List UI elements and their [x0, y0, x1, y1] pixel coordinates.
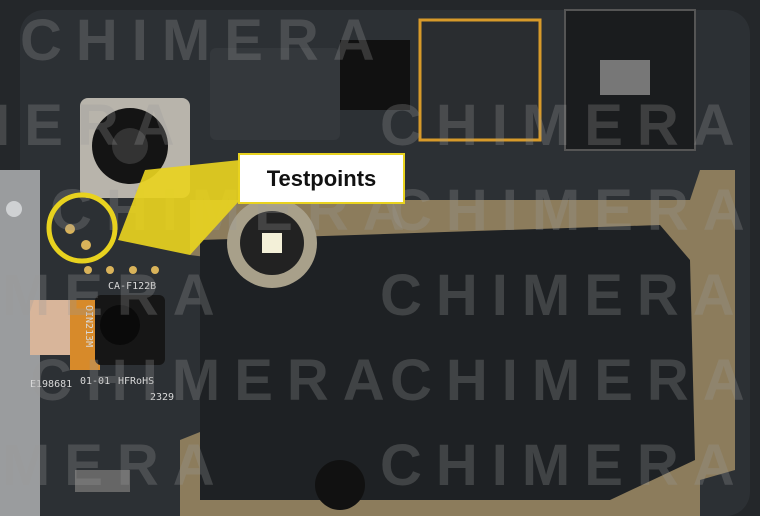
watermark-text: CHIMERA	[0, 93, 189, 158]
shield-can	[340, 40, 410, 110]
speaker-hole	[315, 460, 365, 510]
shield-can	[210, 48, 340, 140]
flash-led	[262, 233, 282, 253]
testpoint-pad	[81, 240, 91, 250]
shield-tape	[200, 225, 695, 500]
watermark-text: CHIMERA	[380, 263, 749, 328]
watermark-text: CHIMERA	[380, 93, 749, 158]
silk-serial: E198681	[30, 379, 72, 390]
foam-pad	[30, 300, 70, 355]
watermark-text: CHIMERA	[20, 8, 389, 73]
silk-model: CA-F122B	[108, 281, 156, 292]
pad	[84, 266, 92, 274]
silk-code: 2329	[150, 392, 174, 403]
testpoint-highlight-circle	[46, 192, 118, 264]
watermark-text: CHIMERA	[390, 178, 759, 243]
watermark-text: CHIMERA	[0, 263, 229, 328]
sim-contact	[600, 60, 650, 95]
annotation-arrow	[118, 160, 240, 255]
pad	[106, 266, 114, 274]
board-connector	[75, 470, 130, 492]
silk-camera-flex: OIN213M	[83, 305, 94, 347]
connector-block	[418, 18, 542, 142]
testpoints-label: Testpoints	[238, 153, 405, 204]
silk-hf: HFRoHS	[118, 376, 154, 387]
pad	[151, 266, 159, 274]
watermark: CHIMERA CHIMERA CHIMERA CHIMERA CHIMERA …	[0, 8, 759, 498]
watermark-text: CHIMERA	[390, 348, 759, 413]
watermark-text: CHIMERA	[380, 433, 749, 498]
pad	[129, 266, 137, 274]
watermark-text: CHIMERA	[0, 433, 229, 498]
camera-lens	[100, 305, 140, 345]
silk-rev: 01-01	[80, 376, 110, 387]
testpoint-pad	[65, 224, 75, 234]
watermark-text: CHIMERA	[30, 348, 399, 413]
camera-lens-inner	[112, 128, 148, 164]
screw	[6, 201, 22, 217]
